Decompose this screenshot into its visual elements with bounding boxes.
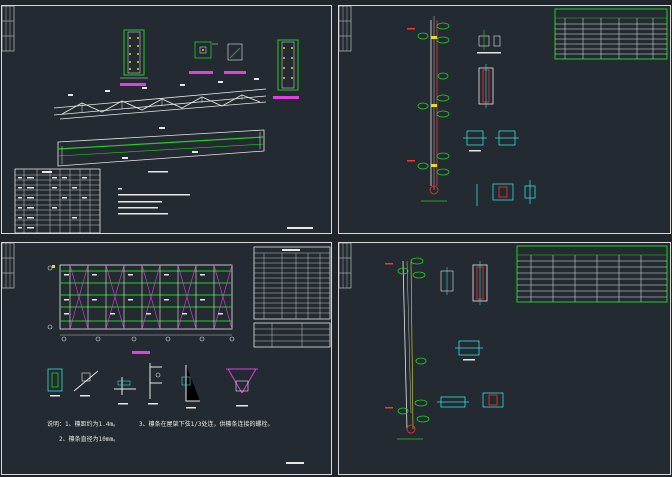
plate-detail-2	[189, 41, 218, 74]
sheet-4-drawing	[339, 243, 668, 440]
note-line-3: 3、檩条在屋架下弦1/3处连，供檩条连接的螺栓。	[139, 421, 274, 428]
sheet-2-drawing	[339, 6, 668, 206]
section-detail-3	[463, 130, 519, 152]
drawing-sheet-1	[1, 5, 332, 234]
sheet-3-drawing	[2, 243, 331, 464]
drawing-sheet-3: 说明：1、檩距约为1.4m。 2、檩条直径为10mm。 3、檩条在屋架下弦1/3…	[1, 242, 332, 475]
drawing-sheet-2	[338, 5, 671, 234]
plate-detail-3	[224, 43, 246, 74]
drawing-sheet-4	[338, 242, 671, 475]
column-elevation-2	[385, 257, 430, 440]
section-detail-2	[478, 64, 494, 108]
column-elevation	[407, 16, 450, 202]
plate-detail-4	[273, 39, 299, 99]
roof-plan	[47, 264, 235, 354]
schedule-table	[554, 8, 668, 60]
material-table	[14, 168, 101, 234]
sheet-1-drawing	[2, 6, 313, 234]
truss-elevation	[53, 88, 267, 120]
plate-detail-1	[120, 29, 148, 86]
note-line-2: 2、檩条直径为10mm。	[59, 436, 120, 443]
section-detail-1	[477, 30, 501, 54]
schedule-table-2	[516, 245, 668, 303]
member-table	[253, 246, 331, 348]
section-detail-5	[440, 261, 488, 305]
section-detail-6	[437, 340, 504, 408]
note-line-1: 说明：1、檩距约为1.4m。	[47, 421, 120, 428]
truss-plan	[57, 129, 265, 167]
section-detail-4	[476, 180, 536, 206]
connection-details	[47, 363, 258, 409]
